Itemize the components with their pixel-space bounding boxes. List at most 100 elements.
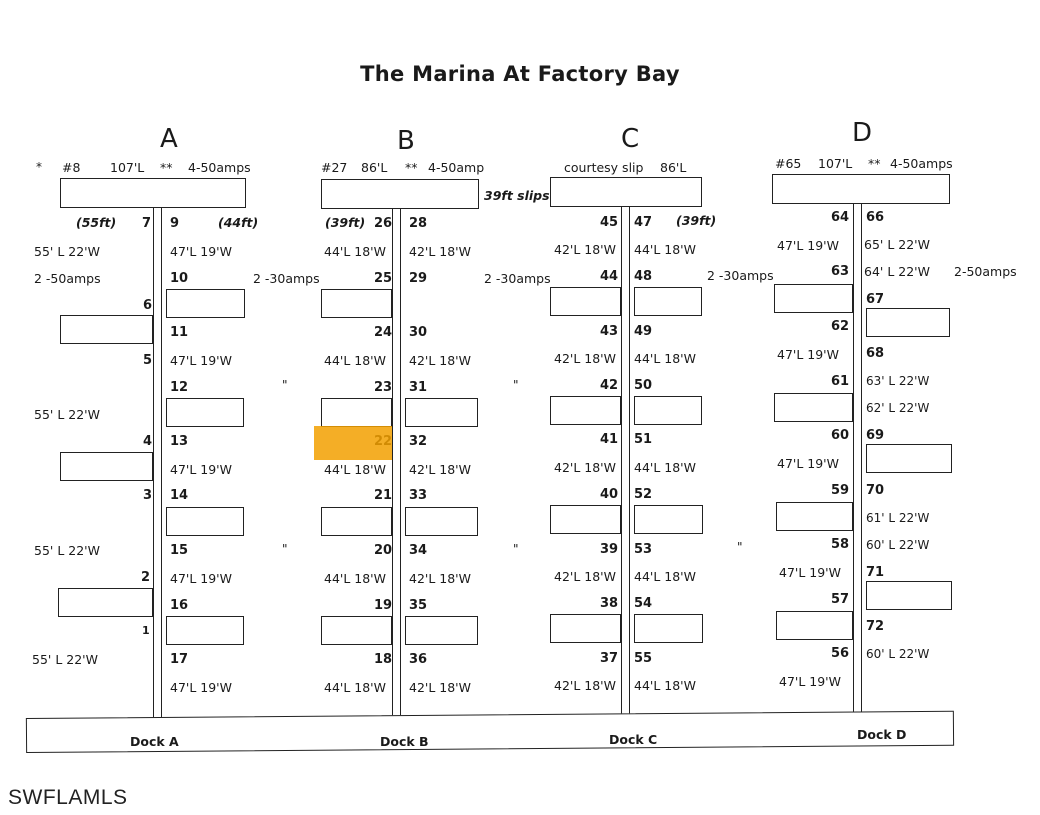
watermark: SWFLAMLS <box>8 786 128 809</box>
dock-d-head-pier <box>772 174 950 204</box>
slip-number: 43 <box>600 324 619 339</box>
slip-number: 58 <box>831 537 850 552</box>
dock-c-letter: C <box>621 124 640 154</box>
slip-number: 67 <box>866 292 885 307</box>
slip-number: 17 <box>170 652 189 667</box>
slip-number: 20 <box>374 543 393 558</box>
dock-a-right-size: (44ft) <box>218 215 259 230</box>
slip-number: 55 <box>634 651 653 666</box>
dock-a-right-dim: 47'L 19'W <box>170 244 232 259</box>
dock-b-letter: B <box>397 126 415 156</box>
dock-d-right-dim: 61' L 22'W <box>866 511 930 525</box>
slip-number: 11 <box>170 325 189 340</box>
slip-number: 60 <box>831 428 850 443</box>
dock-b-right-dim: 42'L 18'W <box>409 244 471 259</box>
dock-b-header-length: 86'L <box>361 160 388 175</box>
slip-number: 3 <box>143 488 153 503</box>
slip-number: 9 <box>170 216 180 231</box>
slip-number: 29 <box>409 271 428 286</box>
dock-b-header-stars: ** <box>405 160 418 175</box>
slip-number: 32 <box>409 434 428 449</box>
slip-number: 66 <box>866 210 885 225</box>
finger-pier <box>550 287 621 316</box>
dock-d-right-dim: 60' L 22'W <box>866 647 930 661</box>
dock-a-label: Dock A <box>130 734 179 749</box>
slip-number: 53 <box>634 542 653 557</box>
slip-number: 41 <box>600 432 619 447</box>
dock-d-left-dim: 47'L 19'W <box>779 674 841 689</box>
finger-pier <box>550 396 621 425</box>
finger-pier <box>58 588 153 617</box>
dock-a-header-power: 4-50amps <box>188 160 251 175</box>
dock-a-left-dim: 55' L 22'W <box>34 244 100 259</box>
dock-b-slips-note: 39ft slips <box>484 188 550 203</box>
dock-a-header-star: * <box>36 160 42 174</box>
slip-number: 1 <box>142 624 150 637</box>
slip-number: 10 <box>170 271 189 286</box>
finger-pier <box>405 616 478 645</box>
slip-number: 57 <box>831 592 850 607</box>
slip-number: 37 <box>600 651 619 666</box>
dock-a-right-dim: 47'L 19'W <box>170 462 232 477</box>
dock-b-header-power: 4-50amp <box>428 160 485 175</box>
dock-b-head-pier <box>321 179 479 209</box>
dock-c-left-dim: 42'L 18'W <box>554 678 616 693</box>
slip-number: 70 <box>866 483 885 498</box>
finger-pier <box>634 287 702 316</box>
slip-number: 18 <box>374 652 393 667</box>
finger-pier <box>866 308 950 337</box>
slip-number: 7 <box>142 216 152 231</box>
slip-number: 36 <box>409 652 428 667</box>
finger-pier <box>166 507 244 536</box>
slip-number: 23 <box>374 380 393 395</box>
slip-number: 64 <box>831 210 850 225</box>
finger-pier <box>321 507 392 536</box>
dock-d-header-stars: ** <box>868 156 881 171</box>
dock-c-right-dim: 44'L 18'W <box>634 678 696 693</box>
slip-number: 21 <box>374 488 393 503</box>
dock-a-left-dim: 55' L 22'W <box>32 652 98 667</box>
slip-number: 52 <box>634 487 653 502</box>
slip-number: 16 <box>170 598 189 613</box>
slip-number: 15 <box>170 543 189 558</box>
finger-pier <box>321 289 392 318</box>
finger-pier <box>776 611 853 640</box>
slip-number: 5 <box>143 353 153 368</box>
finger-pier <box>634 614 703 643</box>
slip-number: 56 <box>831 646 850 661</box>
dock-b-left-dim: 44'L 18'W <box>324 244 386 259</box>
dock-b-right-power: 2 -30amps <box>484 271 551 286</box>
slip-number: 50 <box>634 378 653 393</box>
dock-d-left-dim: 47'L 19'W <box>777 347 839 362</box>
slip-number: 62 <box>831 319 850 334</box>
finger-pier <box>774 393 853 422</box>
ditto-mark: " <box>513 378 519 392</box>
finger-pier <box>60 315 153 344</box>
finger-pier <box>866 581 952 610</box>
dock-c-label: Dock C <box>609 732 658 747</box>
dock-d-header-power: 4-50amps <box>890 156 953 171</box>
slip-number: 35 <box>409 598 428 613</box>
slip-number: 63 <box>831 264 850 279</box>
slip-number: 26 <box>374 216 393 231</box>
dock-d-header-slip: #65 <box>775 156 802 171</box>
ditto-mark: " <box>282 542 288 556</box>
dock-a-letter: A <box>160 124 178 154</box>
slip-number: 4 <box>143 434 153 449</box>
dock-d-right-dim: 63' L 22'W <box>866 374 930 388</box>
slip-number: 68 <box>866 346 885 361</box>
slip-number: 28 <box>409 216 428 231</box>
dock-c-right-power: 2 -30amps <box>707 268 774 283</box>
dock-b-left-dim: 44'L 18'W <box>324 680 386 695</box>
slip-number: 42 <box>600 378 619 393</box>
slip-number: 69 <box>866 428 885 443</box>
dock-b-spine <box>392 209 401 724</box>
dock-a-spine <box>153 208 162 724</box>
finger-pier <box>321 616 392 645</box>
ditto-mark: " <box>282 378 288 392</box>
slip-number: 13 <box>170 434 189 449</box>
slip-number: 25 <box>374 271 393 286</box>
dock-b-label: Dock B <box>380 734 429 749</box>
slip-number: 30 <box>409 325 428 340</box>
dock-c-right-dim: 44'L 18'W <box>634 242 696 257</box>
